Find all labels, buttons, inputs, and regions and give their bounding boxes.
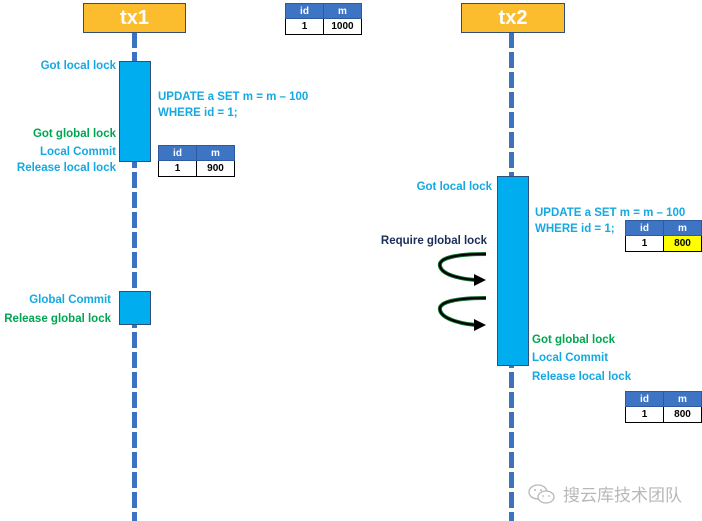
- wechat-icon: [528, 483, 555, 504]
- tx1-activation-global: [119, 291, 151, 325]
- tx1-header: tx1: [83, 3, 186, 33]
- watermark-text: 搜云库技术团队: [563, 486, 682, 505]
- tx1-global-commit: Global Commit: [29, 294, 111, 306]
- table-header-m: m: [323, 3, 362, 19]
- table-cell-id: 1: [285, 18, 324, 35]
- tx1-activation-local: [119, 61, 151, 162]
- tx1-release-global-lock: Release global lock: [4, 313, 111, 325]
- retry-arrows: [437, 252, 487, 331]
- table-header-id: id: [158, 145, 197, 161]
- table-header-id: id: [625, 220, 664, 236]
- tx1-sql-line-1: UPDATE a SET m = m – 100: [158, 91, 309, 103]
- tx2-got-global-lock: Got global lock: [532, 334, 616, 346]
- table-header-id: id: [285, 3, 324, 19]
- table-header-m: m: [663, 391, 702, 407]
- tx1-sql-line-2: WHERE id = 1;: [158, 107, 238, 119]
- table-cell-m: 800: [663, 406, 702, 423]
- table-cell-id: 1: [625, 235, 664, 252]
- table-cell-id: 1: [158, 160, 197, 177]
- table-cell-m: 900: [196, 160, 235, 177]
- tx2-header: tx2: [461, 3, 565, 33]
- tx2-sql-line-1: UPDATE a SET m = m – 100: [535, 207, 686, 219]
- table-cell-m-highlighted: 800: [663, 235, 702, 252]
- table-cell-m: 1000: [323, 18, 362, 35]
- tx2-got-local-lock: Got local lock: [416, 181, 492, 193]
- retry-arrow-icon: [437, 252, 487, 286]
- tx1-sql: UPDATE a SET m = m – 100 WHERE id = 1;: [158, 89, 308, 121]
- tx2-activation-local: [497, 176, 529, 366]
- table-header-id: id: [625, 391, 664, 407]
- tx2-require-global-lock: Require global lock: [380, 235, 487, 247]
- tx1-local-commit: Local Commit: [39, 146, 116, 158]
- watermark: 搜云库技术团队: [527, 481, 682, 506]
- tx1-got-local-lock: Got local lock: [40, 60, 116, 72]
- tx2-release-local-lock: Release local lock: [532, 371, 632, 383]
- table-header-m: m: [663, 220, 702, 236]
- tx1-release-local-lock: Release local lock: [16, 162, 116, 174]
- retry-arrow-icon: [437, 296, 487, 331]
- table-cell-id: 1: [625, 406, 664, 423]
- tx1-lifeline: [132, 32, 137, 521]
- tx2-sql: UPDATE a SET m = m – 100 WHERE id = 1;: [535, 205, 685, 237]
- tx2-sql-line-2: WHERE id = 1;: [535, 223, 615, 235]
- tx1-got-global-lock: Got global lock: [32, 128, 116, 140]
- table-header-m: m: [196, 145, 235, 161]
- tx2-local-commit: Local Commit: [532, 352, 609, 364]
